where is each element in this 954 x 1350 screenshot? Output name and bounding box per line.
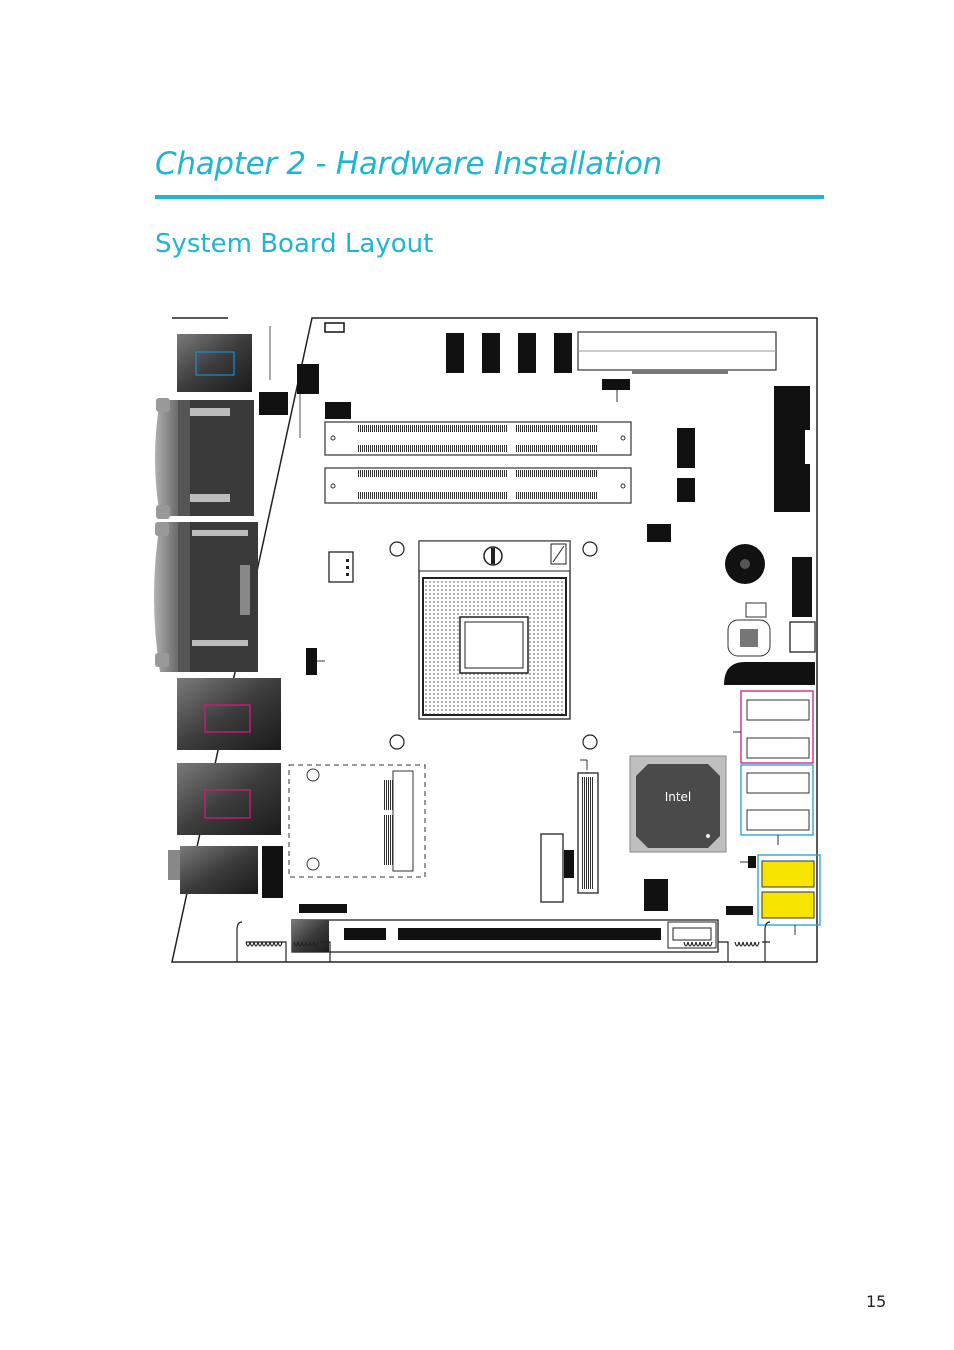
intel-chipset: Intel xyxy=(629,755,727,853)
sata-group-bottom xyxy=(740,764,814,836)
jumper-small-right xyxy=(748,856,756,868)
system-board-diagram: Intel xyxy=(154,317,821,963)
bottom-springs xyxy=(236,921,771,962)
jumper-atx xyxy=(602,379,630,390)
rear-port-lan-2 xyxy=(177,763,281,835)
right-headers xyxy=(647,428,695,542)
header-left-bottom xyxy=(262,846,283,898)
small-chip-right xyxy=(727,602,816,657)
audio-port xyxy=(168,846,258,894)
jumper-mid-left xyxy=(306,648,317,675)
connector-vertical xyxy=(540,833,574,903)
lpc-header xyxy=(577,772,599,894)
atx-power-connector xyxy=(577,331,777,374)
jumper-top-left xyxy=(324,322,345,333)
serial-port-db9-1 xyxy=(155,398,254,519)
jumper-block-yellow xyxy=(757,854,821,926)
sata-group-top xyxy=(740,690,814,764)
chapter-title: Chapter 2 - Hardware Installation xyxy=(155,146,662,182)
dimm-slot-1 xyxy=(324,421,632,456)
jumper-bottom-right xyxy=(726,906,753,915)
top-pin-headers xyxy=(446,333,572,373)
mini-pcie-slot xyxy=(288,764,426,878)
cpu-socket xyxy=(418,540,571,720)
header-bottom-center xyxy=(644,879,668,911)
section-title: System Board Layout xyxy=(155,229,434,259)
page-number: 15 xyxy=(866,1292,887,1311)
battery-icon xyxy=(725,544,765,584)
board-edge-feature xyxy=(724,662,815,685)
header-cluster-left xyxy=(259,364,351,419)
header-right-mid xyxy=(792,557,812,617)
vga-port xyxy=(154,522,258,672)
fan-connector-cpu xyxy=(328,551,354,583)
jumper-bottom-left xyxy=(299,904,347,913)
rear-port-lan-top xyxy=(177,334,252,392)
pcie-slot xyxy=(291,919,719,953)
dimm-slot-2 xyxy=(324,467,632,504)
ide-header-right xyxy=(774,386,810,512)
chapter-rule xyxy=(155,195,824,199)
rear-port-lan-1 xyxy=(177,678,281,750)
chipset-label: Intel xyxy=(665,790,692,804)
mounting-holes xyxy=(389,541,598,750)
